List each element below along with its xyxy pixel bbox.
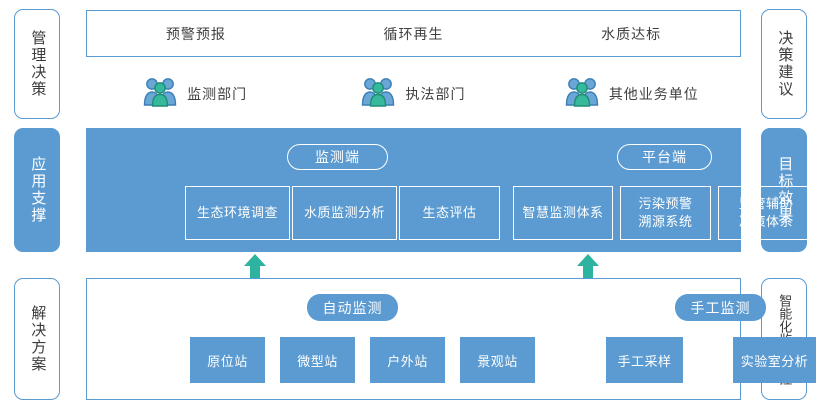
pill-manual-monitoring-label: 手工监测 [690,299,751,316]
stakeholder-enforcement-dept[interactable]: 执法部门 [304,77,522,112]
left-label-management-decision-text: 管理决策 [29,30,47,98]
station-manual-sampling-label: 手工采样 [617,353,672,369]
capability-smart-monitoring-system[interactable]: 智慧监测体系 [513,186,613,240]
capability-eco-environment-survey-label: 生态环境调查 [196,205,278,221]
stakeholder-other-units-label: 其他业务单位 [608,86,699,102]
capability-water-quality-analysis[interactable]: 水质监测分析 [292,186,397,240]
capability-pollution-warning-line1: 污染预警 [638,196,693,212]
pill-manual-monitoring[interactable]: 手工监测 [675,294,766,321]
capability-supervision-decision-line1: 监管辅助 [738,196,793,212]
capability-pollution-warning-tracing[interactable]: 污染预警 溯源系统 [620,186,711,240]
left-label-application-support-text: 应用支撑 [29,156,47,224]
capability-supervision-decision-system[interactable]: 监管辅助 决策体系 [718,186,814,240]
up-arrow-left-icon [244,254,266,280]
people-group-icon [361,77,395,112]
goal-item-water-quality: 水质达标 [601,25,662,42]
application-support-panel: 监测端 平台端 生态环境调查 水质监测分析 生态评估 智慧监测体系 污染预警 溯… [86,128,814,252]
right-label-decision-advice-text: 决策建议 [776,30,794,98]
solution-panel: 自动监测 手工监测 原位站 微型站 户外站 景观站 手工采样 实验室分析 [86,278,816,400]
station-outdoor-label: 户外站 [387,353,428,369]
right-label-target-effect[interactable]: 目标效果 [761,128,807,252]
goals-panel: 预警预报 循环再生 水质达标 [86,10,741,57]
pill-automatic-monitoring[interactable]: 自动监测 [307,294,398,321]
capability-pollution-warning-line2: 溯源系统 [638,214,693,229]
left-label-solution-text: 解决方案 [29,305,47,373]
station-in-situ[interactable]: 原位站 [190,337,265,383]
people-group-icon [143,77,177,112]
left-label-application-support[interactable]: 应用支撑 [14,128,60,252]
right-label-target-effect-text: 目标效果 [776,156,794,224]
stakeholder-enforcement-dept-label: 执法部门 [405,86,466,102]
capability-supervision-decision-line2: 决策体系 [738,214,793,229]
left-label-solution[interactable]: 解决方案 [14,278,60,400]
people-group-icon [565,77,599,112]
capability-smart-monitoring-system-label: 智慧监测体系 [522,205,604,221]
pill-monitoring-side-label: 监测端 [315,149,360,165]
stakeholder-row: 监测部门 执法部门 其他业务单位 [86,65,741,123]
station-micro-label: 微型站 [297,353,338,369]
pill-automatic-monitoring-label: 自动监测 [322,299,383,316]
capability-ecological-assessment[interactable]: 生态评估 [399,186,500,240]
station-lab-analysis[interactable]: 实验室分析 [733,337,816,383]
goals-row: 预警预报 循环再生 水质达标 [87,11,740,56]
goal-item-recycling: 循环再生 [383,25,444,42]
station-lab-analysis-label: 实验室分析 [740,353,809,369]
station-manual-sampling[interactable]: 手工采样 [606,337,683,383]
up-arrow-right-icon [577,254,599,280]
pill-platform-side-label: 平台端 [642,149,687,165]
capability-eco-environment-survey[interactable]: 生态环境调查 [185,186,290,240]
stakeholder-other-units[interactable]: 其他业务单位 [523,77,741,112]
capability-ecological-assessment-label: 生态评估 [422,205,477,221]
station-outdoor[interactable]: 户外站 [370,337,445,383]
station-in-situ-label: 原位站 [207,353,248,369]
station-micro[interactable]: 微型站 [280,337,355,383]
station-landscape-label: 景观站 [477,353,518,369]
left-label-management-decision[interactable]: 管理决策 [14,9,60,119]
station-landscape[interactable]: 景观站 [460,337,535,383]
stakeholder-monitoring-dept[interactable]: 监测部门 [86,77,304,112]
capability-water-quality-analysis-label: 水质监测分析 [303,205,385,221]
pill-platform-side[interactable]: 平台端 [617,144,712,170]
pill-monitoring-side[interactable]: 监测端 [287,144,388,170]
goal-item-early-warning: 预警预报 [165,25,226,42]
stakeholder-monitoring-dept-label: 监测部门 [187,86,248,102]
right-label-decision-advice[interactable]: 决策建议 [761,9,807,119]
